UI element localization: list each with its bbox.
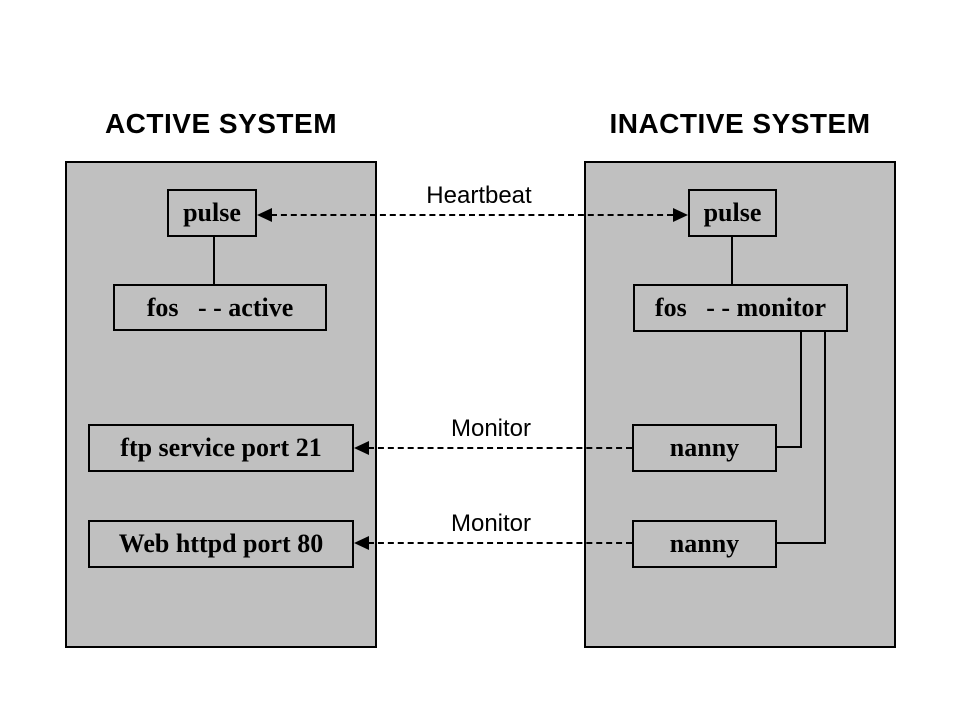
connector-fos-nanny-web-horizontal [777,542,826,544]
heartbeat-label: Heartbeat [426,182,532,209]
monitor-ftp-label: Monitor [450,415,532,442]
monitor-web-label: Monitor [450,510,532,537]
fos-active-node: fos - - active [113,284,327,331]
connector-fos-nanny-ftp-horizontal [777,446,802,448]
inactive-system-title: INACTIVE SYSTEM [609,108,871,139]
active-system-title: ACTIVE SYSTEM [104,108,338,139]
ftp-service-node: ftp service port 21 [88,424,354,472]
fos-monitor-node: fos - - monitor [633,284,848,332]
connector-fos-nanny-ftp-vertical [800,332,802,448]
web-httpd-node: Web httpd port 80 [88,520,354,568]
monitor-ftp-dashed-line [368,447,632,449]
arrowhead-left-icon [354,441,369,455]
connector-pulse-fos-active [213,237,215,284]
arrowhead-left-icon [354,536,369,550]
monitor-web-dashed-line [368,542,632,544]
connector-fos-nanny-web-vertical [824,332,826,544]
arrowhead-left-icon [257,208,272,222]
arrowhead-right-icon [673,208,688,222]
nanny-web-node: nanny [632,520,777,568]
heartbeat-dashed-line [271,214,673,216]
pulse-node-active: pulse [167,189,257,237]
connector-pulse-fos-inactive [731,237,733,284]
nanny-ftp-node: nanny [632,424,777,472]
pulse-node-inactive: pulse [688,189,777,237]
